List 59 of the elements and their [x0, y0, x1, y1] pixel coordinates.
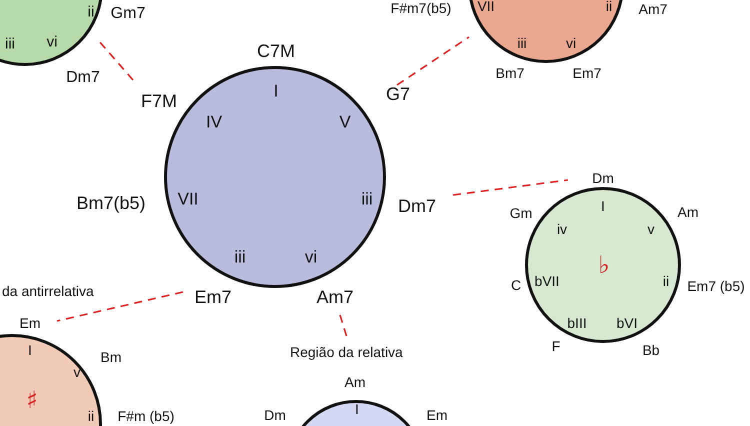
chord-label: Dm7 — [66, 70, 100, 86]
degree-label: VII — [477, 0, 495, 13]
chord-label: Dm — [592, 171, 614, 185]
chord-label: F — [552, 339, 560, 353]
degree-label: bIII — [567, 316, 587, 330]
degree-label: iii — [234, 248, 246, 266]
chord-label: Bm — [100, 350, 122, 364]
degree-label: ii — [88, 409, 94, 423]
degree-label: v — [648, 222, 654, 236]
degree-label: ii — [606, 0, 612, 13]
chord-label: Dm7 — [398, 197, 436, 215]
degree-label: I — [355, 402, 359, 416]
flat-symbol: ♭ — [598, 253, 610, 277]
degree-label: V — [339, 114, 351, 130]
chord-label: G7 — [386, 85, 410, 103]
chord-label: Gm — [510, 206, 532, 220]
dashed-connector — [396, 36, 470, 86]
chord-label: Em7 (b5) — [687, 279, 745, 293]
chord-label: Am — [678, 205, 698, 219]
degree-label: VII — [178, 190, 198, 208]
degree-label: iv — [556, 222, 568, 236]
degree-label: IV — [206, 114, 222, 130]
degree-label: bVI — [616, 316, 638, 330]
chord-label: Am — [344, 375, 366, 389]
chord-label: C — [510, 278, 522, 292]
degree-label: vi — [46, 34, 58, 50]
sharp-symbol: ♯ — [26, 388, 38, 412]
degree-label: iii — [517, 36, 527, 50]
chord-label: Em7 — [194, 288, 232, 306]
chord-label: F7M — [141, 92, 177, 110]
dashed-connector — [97, 39, 134, 81]
degree-label: ii — [88, 4, 94, 20]
chord-label: Em — [20, 316, 40, 330]
chord-label: C7M — [257, 42, 295, 60]
degree-label: bVII — [534, 274, 560, 288]
degree-label: I — [274, 82, 278, 100]
degree-label: iii — [5, 36, 15, 52]
degree-label: I — [28, 343, 32, 357]
degree-label: ii — [662, 274, 670, 288]
dashed-connector — [452, 179, 568, 196]
region-label: Região da relativa — [290, 345, 403, 359]
chord-label: F#m7(b5) — [390, 1, 452, 15]
degree-label: v — [74, 365, 80, 379]
chord-label: Bm7 — [496, 66, 524, 80]
chord-label: Em7 — [572, 66, 602, 80]
degree-label: I — [601, 199, 605, 213]
chord-label: Bb — [642, 343, 660, 357]
chord-label: Bm7(b5) — [76, 194, 146, 212]
degree-label: vi — [566, 36, 576, 50]
degree-label: vi — [304, 248, 318, 266]
degree-label: iii — [361, 190, 373, 208]
chord-label: Gm7 — [110, 6, 146, 22]
dashed-connector — [56, 291, 184, 322]
chord-label: Dm — [264, 408, 286, 422]
chord-label: Em — [426, 408, 448, 422]
chord-label: F#m (b5) — [118, 409, 174, 423]
region-label: da antirrelativa — [2, 284, 94, 298]
chord-label: Am7 — [316, 288, 354, 306]
chord-label: Am7 — [638, 2, 668, 16]
